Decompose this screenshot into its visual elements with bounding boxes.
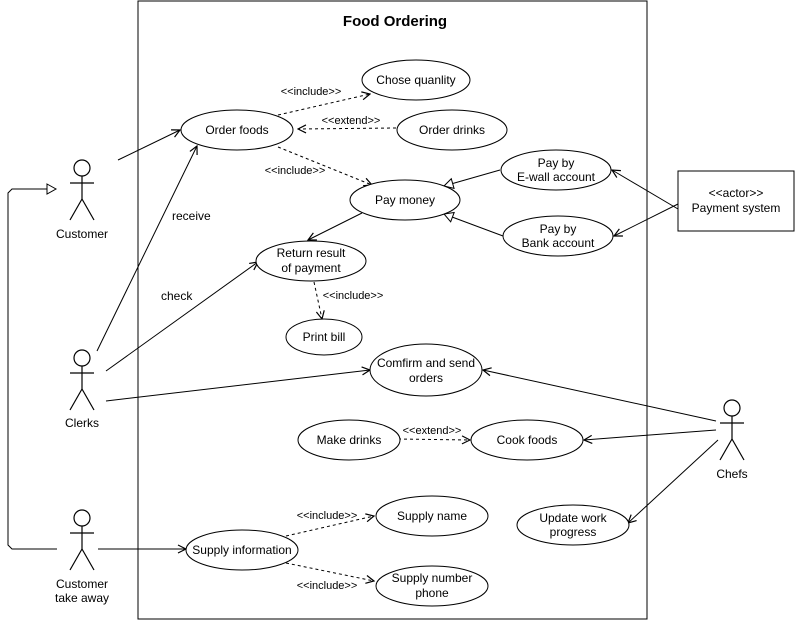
uc-pay-ewallet <box>500 149 612 191</box>
assoc-customer-orderfoods <box>117 130 180 161</box>
uc-chose-quantity <box>361 59 471 101</box>
svg-text:of payment: of payment <box>281 261 341 275</box>
system-title: Food Ordering <box>343 13 447 30</box>
svg-text:<<extend>>: <<extend>> <box>322 115 381 127</box>
svg-text:progress: progress <box>550 525 597 539</box>
svg-text:Supply number: Supply number <box>392 571 473 585</box>
uc-return-result <box>255 240 367 282</box>
svg-text:Order drinks: Order drinks <box>419 123 485 137</box>
uc-update-progress <box>516 504 630 546</box>
use-cases <box>180 59 630 607</box>
svg-text:orders: orders <box>409 371 443 385</box>
uc-pay-money <box>349 179 461 221</box>
svg-text:<<include>>: <<include>> <box>297 580 358 592</box>
svg-text:Pay by: Pay by <box>538 156 575 170</box>
svg-text:<<include>>: <<include>> <box>281 86 342 98</box>
actor-customer-take-away-label-2: take away <box>55 591 109 605</box>
svg-text:Supply information: Supply information <box>192 543 291 557</box>
generalization-ewallet-paymoney <box>443 169 501 190</box>
uc-supply-phone <box>375 565 489 607</box>
assoc-clerks-confirm <box>105 370 370 402</box>
uc-order-drinks <box>396 109 508 151</box>
include-orderfoods-quantity <box>277 94 370 116</box>
svg-text:check: check <box>161 289 193 303</box>
actor-chefs <box>719 399 745 461</box>
uc-cook-foods <box>470 419 584 461</box>
actor-chefs-label: Chefs <box>716 467 747 481</box>
assoc-clerks-returnresult <box>105 262 258 372</box>
actor-customer-take-away-label-1: Customer <box>56 577 108 591</box>
svg-text:Update work: Update work <box>539 511 607 525</box>
relationships <box>7 94 719 581</box>
uc-order-foods <box>180 109 294 151</box>
svg-text:Chose quanlity: Chose quanlity <box>376 73 455 87</box>
assoc-paysys-ewallet <box>612 170 679 210</box>
uc-make-drinks <box>297 419 401 461</box>
extend-makedrinks-cookfoods <box>397 439 470 440</box>
uc-pay-bank <box>502 215 614 257</box>
actor-clerks-label: Clerks <box>65 416 99 430</box>
payment-system-stereotype: <<actor>> <box>709 186 764 200</box>
assoc-chefs-update <box>628 439 719 523</box>
svg-text:Cook foods: Cook foods <box>497 433 558 447</box>
assoc-clerks-orderfoods <box>96 146 197 352</box>
svg-text:Pay by: Pay by <box>540 222 577 236</box>
actor-customer-label: Customer <box>56 227 108 241</box>
assoc-paysys-bank <box>614 203 679 236</box>
include-supply-phone <box>285 562 374 581</box>
include-orderfoods-paymoney <box>277 146 372 185</box>
assoc-paymoney-returnresult <box>308 212 363 240</box>
svg-text:Order foods: Order foods <box>205 123 268 137</box>
actor-customer <box>69 159 95 221</box>
svg-text:Comfirm and send: Comfirm and send <box>377 356 475 370</box>
svg-text:phone: phone <box>415 586 449 600</box>
svg-text:<<include>>: <<include>> <box>323 290 384 302</box>
use-case-labels: Order foods Chose quanlity Order drinks … <box>192 73 607 600</box>
extend-orderdrinks-orderfoods <box>298 128 397 129</box>
svg-text:<<extend>>: <<extend>> <box>403 425 462 437</box>
svg-text:<<include>>: <<include>> <box>265 165 326 177</box>
svg-text:E-wall account: E-wall account <box>517 170 596 184</box>
payment-system-label: Payment system <box>692 201 781 215</box>
actor-clerks <box>69 349 95 411</box>
actor-customer-take-away <box>69 509 95 571</box>
generalization-bank-paymoney <box>443 211 504 237</box>
svg-text:Return result: Return result <box>277 246 346 260</box>
svg-text:Make drinks: Make drinks <box>317 433 382 447</box>
svg-text:Print bill: Print bill <box>303 330 346 344</box>
svg-text:Pay money: Pay money <box>375 193 435 207</box>
payment-system-actor <box>677 170 795 232</box>
generalization-takeaway-customer <box>7 183 58 550</box>
uc-supply-info <box>185 529 299 571</box>
uc-print-bill <box>285 318 363 356</box>
include-return-printbill <box>313 281 322 319</box>
svg-text:Supply name: Supply name <box>397 509 467 523</box>
uc-confirm-send <box>369 343 483 397</box>
assoc-chefs-confirm <box>483 370 717 422</box>
svg-text:Bank account: Bank account <box>522 236 595 250</box>
relationship-labels: <<include>> <<extend>> <<include>> <<inc… <box>161 86 461 592</box>
uc-supply-name <box>375 495 489 537</box>
svg-text:<<include>>: <<include>> <box>297 510 358 522</box>
svg-text:receive: receive <box>172 209 211 223</box>
assoc-chefs-cook <box>584 429 717 440</box>
